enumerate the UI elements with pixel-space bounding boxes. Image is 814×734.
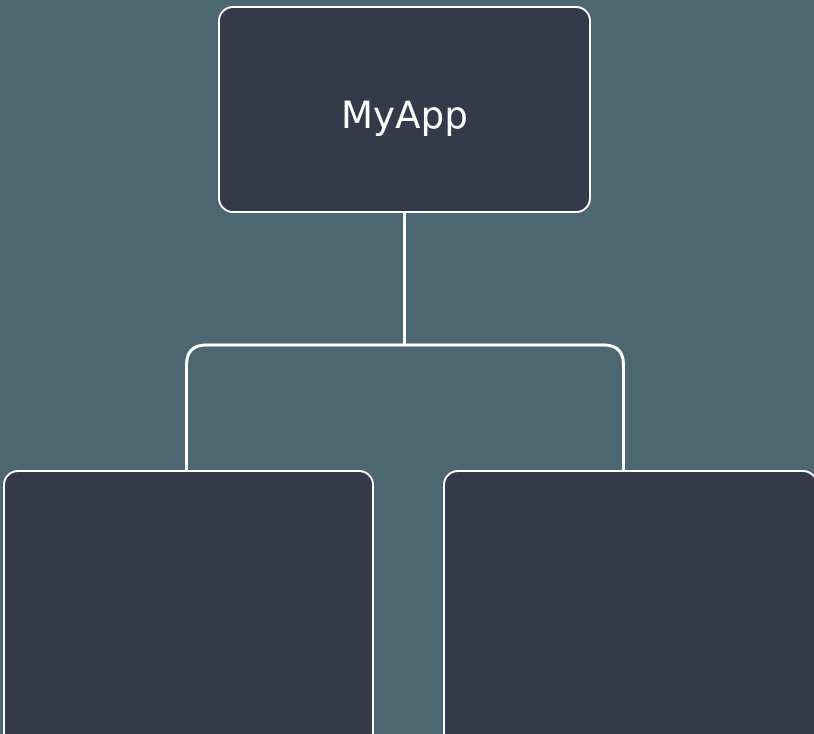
node-mybutton-right[interactable]: MyButton count 0 xyxy=(443,470,814,734)
node-myapp[interactable]: MyApp xyxy=(218,6,591,213)
node-mybutton-left[interactable]: MyButton count 1 xyxy=(3,470,374,734)
node-myapp-title: MyApp xyxy=(340,94,469,137)
connector-children-bus xyxy=(185,343,625,470)
